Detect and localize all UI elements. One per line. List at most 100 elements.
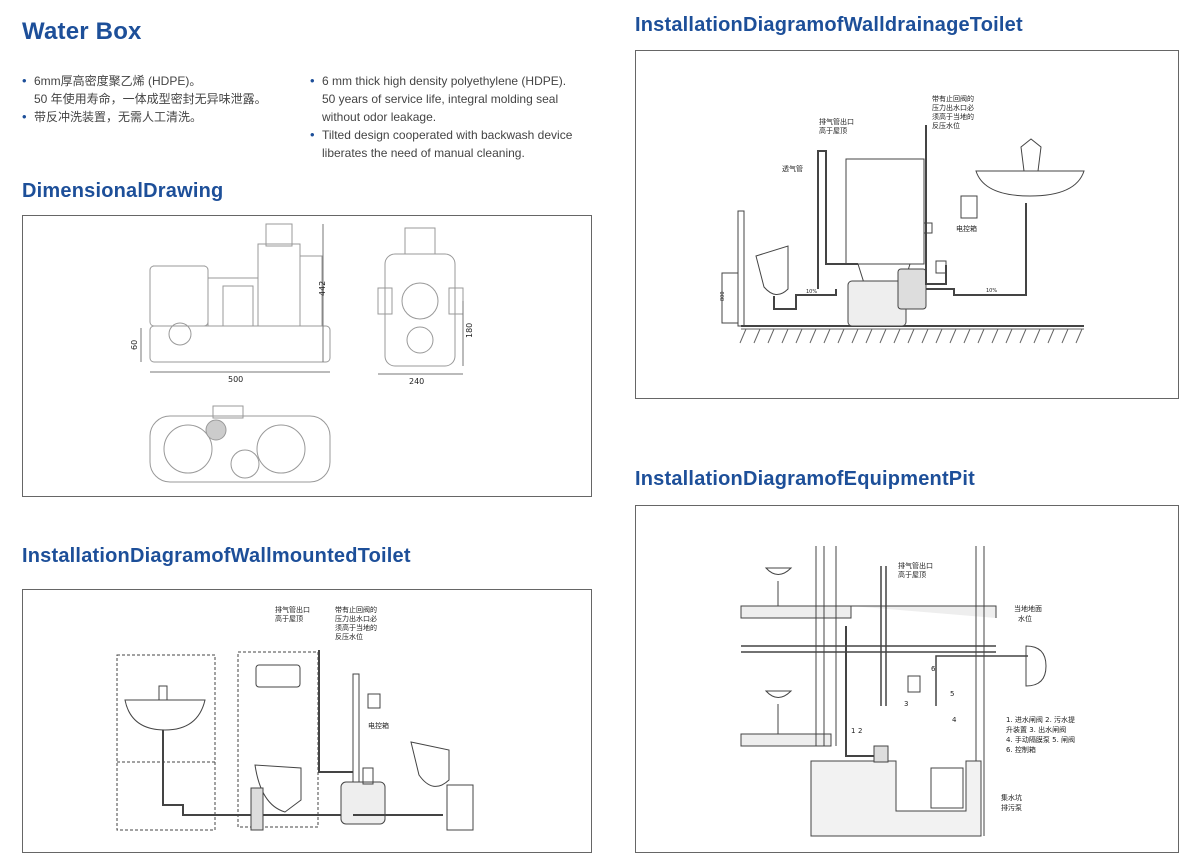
pit-num-3: 3	[904, 700, 908, 708]
lower-floor-slab	[740, 733, 832, 747]
top-view-tank-circle	[163, 424, 213, 474]
dr-check-valve-label-2: 压力出水口必	[932, 103, 974, 112]
front-view-inner-box	[222, 285, 254, 327]
wall-mounted-title: InstallationDiagramofWallmountedToilet	[22, 545, 411, 567]
side-view-left-flange	[377, 287, 393, 315]
equipment-pit-panel: 排气管出口 高于屋顶 当地地面 水位 1. 进水闸阀 2. 污水提 升装置 3.…	[635, 505, 1179, 853]
middle-floor	[741, 645, 996, 653]
top-view-tab	[212, 405, 244, 419]
pit-vent-outlet-label-2: 高于屋顶	[898, 570, 926, 579]
dr-ruler-label: 800	[720, 291, 726, 301]
dr-check-valve-label-3: 须高于当地的	[932, 112, 974, 121]
wall-left-frame	[116, 654, 216, 831]
sump-label-1: 集水坑	[1001, 793, 1022, 802]
check-valve-label-2: 压力出水口必	[335, 614, 377, 623]
cn-bullet-1: 6mm厚高密度聚乙烯 (HDPE)。	[22, 72, 312, 90]
pressure-outlet-pipe	[925, 125, 947, 285]
pump-motor	[897, 268, 927, 310]
en-bullet-list: 6 mm thick high density polyethylene (HD…	[310, 72, 610, 162]
front-view-motor	[257, 243, 301, 327]
pit-num-4: 4	[952, 716, 957, 724]
vent-pipe	[318, 650, 353, 773]
basin-drain-pipe	[926, 203, 1027, 296]
wall-toilet	[254, 764, 302, 813]
urinal-drain	[773, 289, 837, 310]
vent-outlet-label-2: 高于屋顶	[275, 614, 303, 623]
side-view-right-flange	[448, 287, 464, 315]
pump-motor	[362, 767, 374, 785]
equipment-pit-title: InstallationDiagramofEquipmentPit	[635, 468, 975, 490]
dim-side-width-label: 240	[409, 377, 424, 386]
check-valve-label-4: 反压水位	[335, 632, 363, 641]
pit-num-6: 6	[931, 665, 936, 673]
top-view-inlet	[230, 449, 260, 479]
basin-faucet	[1020, 138, 1042, 172]
vent-pipe	[880, 566, 887, 706]
legend-line-3: 4. 手动隔膜泵 5. 闸阀	[1006, 735, 1075, 744]
top-view-body	[149, 415, 331, 483]
ground-level-tank	[1025, 645, 1047, 687]
basin-drain-pipe	[162, 730, 323, 816]
wall-mounted-panel: 排气管出口 高于屋顶 带有止回阀的 压力出水口必 须高于当地的 反压水位 电控箱	[22, 589, 592, 853]
side-view-port-lower	[406, 326, 434, 354]
vent-pipe	[817, 150, 858, 289]
upper-floor-slab	[740, 605, 997, 619]
basin-faucet	[158, 685, 168, 701]
dimensional-drawing-title: DimensionalDrawing	[22, 180, 224, 202]
control-box-label: 电控箱	[368, 721, 389, 730]
check-valve-label-3: 须高于当地的	[335, 623, 377, 632]
dr-check-valve-label-4: 反压水位	[932, 121, 960, 130]
wall-drainage-figure: 排气管出口 高于屋顶 透气管 带有止回阀的 压力出水口必 须高于当地的 反压水位…	[720, 94, 1085, 344]
side-view-port-upper	[401, 282, 439, 320]
water-box-title: Water Box	[22, 18, 142, 45]
pit-num-2: 2	[858, 727, 862, 735]
pit-vent-outlet-label-1: 排气管出口	[898, 561, 933, 570]
legend-line-4: 6. 控制箱	[1006, 745, 1036, 754]
dimensional-drawing-panel: 442 500 60 240 180	[22, 215, 592, 497]
front-view-base	[149, 325, 331, 363]
check-valve-label-1: 带有止回阀的	[335, 605, 377, 614]
dr-pipe-label-1: 10%	[806, 289, 817, 295]
height-ruler	[721, 272, 739, 324]
vent-outlet-label-1: 排气管出口	[275, 605, 310, 614]
front-view-motor-cap	[265, 223, 293, 247]
cistern	[845, 158, 925, 265]
cn-bullet-list: 6mm厚高密度聚乙烯 (HDPE)。 50 年使用寿命，一体成型密封无异味泄露。…	[22, 72, 312, 126]
urinal-base	[446, 784, 474, 831]
wash-basin	[975, 170, 1085, 197]
wall-drainage-title: InstallationDiagramofWalldrainageToilet	[635, 14, 1023, 36]
ground-level-label-1: 当地地面	[1014, 604, 1042, 613]
legend-line-2: 升装置 3. 出水闸阀	[1006, 725, 1066, 734]
ground-level-label-2: 水位	[1018, 614, 1032, 623]
dr-vent-pipe-label: 透气管	[782, 164, 803, 173]
dr-vent-outlet-label-1: 排气管出口	[819, 117, 854, 126]
sump-pit	[930, 767, 964, 809]
wall-drainage-panel: 排气管出口 高于屋顶 透气管 带有止回阀的 压力出水口必 须高于当地的 反压水位…	[635, 50, 1179, 399]
pressure-outlet-pipe	[935, 655, 1028, 706]
check-valve	[923, 222, 933, 234]
lifting-unit	[873, 745, 889, 763]
dr-pipe-label-2: 10%	[986, 288, 997, 294]
dr-vent-outlet-label-2: 高于屋顶	[819, 126, 847, 135]
control-box-icon	[907, 675, 921, 693]
pit-num-5: 5	[950, 690, 954, 698]
side-view-body	[384, 253, 456, 367]
lifting-unit	[847, 280, 907, 327]
en-bullet-1-cont1: 50 years of service life, integral moldi…	[322, 92, 559, 106]
drain-pipe	[845, 626, 858, 757]
front-view-pipe	[299, 255, 323, 327]
wall-mounted-figure: 排气管出口 高于屋顶 带有止回阀的 压力出水口必 须高于当地的 反压水位 电控箱	[116, 605, 474, 831]
lower-basin	[764, 690, 793, 698]
dim-height-label: 442	[318, 281, 327, 296]
dr-control-box-label: 电控箱	[956, 224, 977, 233]
top-view-motor-circle	[256, 424, 306, 474]
left-wall	[737, 210, 745, 327]
side-view-top	[404, 227, 436, 255]
power-socket	[935, 260, 947, 274]
legend-line-1: 1. 进水闸阀 2. 污水提	[1006, 715, 1075, 724]
sump-label-2: 排污泵	[1001, 803, 1022, 812]
floor-hatching	[739, 328, 1084, 344]
en-bullet-1: 6 mm thick high density polyethylene (HD…	[310, 72, 610, 90]
top-view-vent	[205, 419, 227, 441]
cn-bullet-2: 带反冲洗装置，无需人工清洗。	[22, 108, 312, 126]
